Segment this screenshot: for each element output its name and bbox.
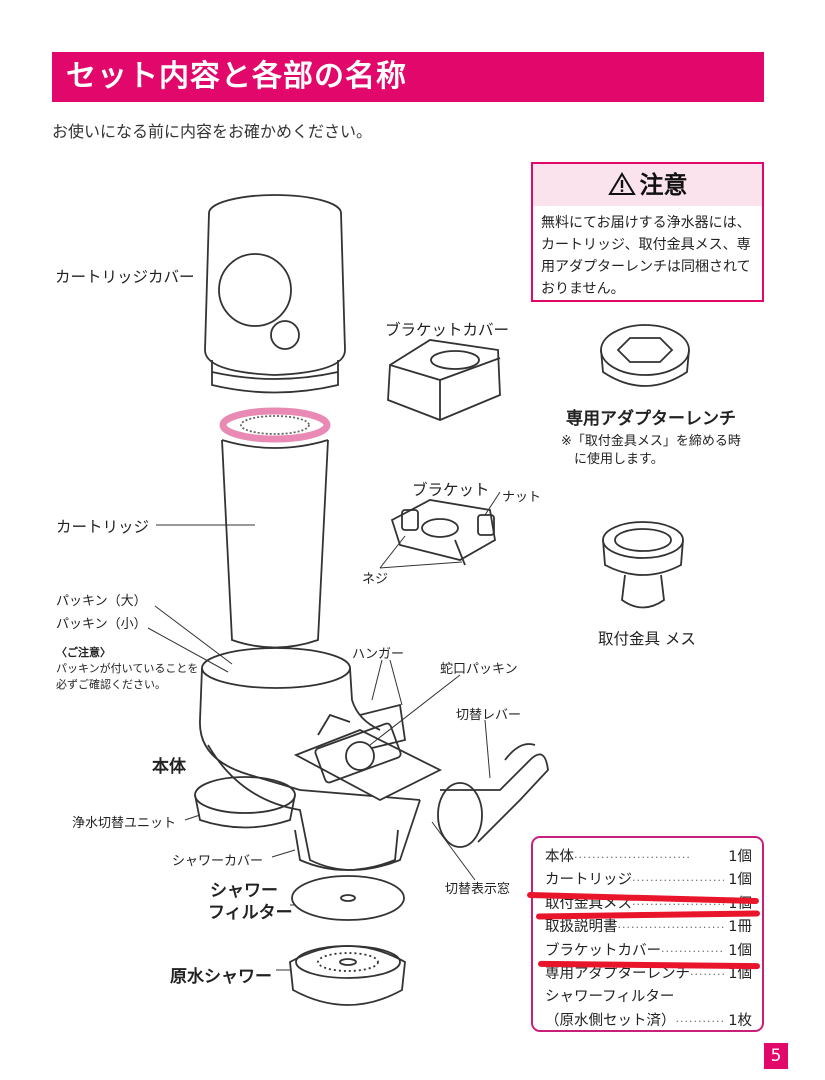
label-adapter-note: ※「取付金具メス」を締める時 xyxy=(561,434,741,449)
label-packing-small: パッキン（小） xyxy=(56,617,147,632)
label-main-body: 本体 xyxy=(152,757,186,777)
label-cartridge: カートリッジ xyxy=(56,518,150,536)
warning-icon xyxy=(607,172,636,195)
label-shower-cover: シャワーカバー xyxy=(172,854,264,869)
label-bracket: ブラケット xyxy=(412,481,490,499)
label-raw-water-shower: 原水シャワー xyxy=(170,967,272,987)
label-nut: ナット xyxy=(502,490,542,505)
list-item: 取扱説明書··························1冊 xyxy=(545,919,752,936)
caution-box: 注意 無料にてお届けする浄水器には、 カートリッジ、取付金具メス、専 用アダプタ… xyxy=(531,162,764,302)
label-faucet-packing: 蛇口パッキン xyxy=(440,662,518,677)
section-title: セット内容と各部の名称 xyxy=(52,52,764,102)
label-note: パッキンが付いていることを xyxy=(56,662,199,675)
shower-filter-drawing xyxy=(291,875,405,921)
cartridge-cover-drawing xyxy=(204,194,346,394)
label-packing-large: パッキン（大） xyxy=(56,594,147,609)
label-adapter-note: に使用します。 xyxy=(574,452,664,467)
label-bracket-cover: ブラケットカバー xyxy=(385,321,510,339)
list-item: カートリッジ··························1個 xyxy=(545,872,752,889)
list-item: ブラケットカバー··························1個 xyxy=(545,942,752,959)
caution-line: おりません。 xyxy=(541,281,625,297)
label-female-fitting: 取付金具 メス xyxy=(598,630,696,648)
label-shower-filter: シャワー xyxy=(210,881,278,901)
intro-text: お使いになる前に内容をお確かめください。 xyxy=(52,122,373,141)
female-fitting-drawing xyxy=(602,521,684,609)
list-item: 専用アダプターレンチ··························1個 xyxy=(545,965,752,982)
raw-water-shower-drawing xyxy=(289,945,406,1006)
caution-header: 注意 xyxy=(533,164,762,206)
label-screw: ネジ xyxy=(362,572,389,587)
label-note-title: 〈ご注意〉 xyxy=(56,646,111,659)
label-hanger: ハンガー xyxy=(352,647,405,662)
contents-list: 本体··························1個 カートリッジ···… xyxy=(531,836,764,1032)
caution-line: 用アダプターレンチは同梱されて xyxy=(541,259,751,275)
caution-title: 注意 xyxy=(639,171,688,199)
cartridge-drawing xyxy=(219,407,331,649)
list-item: 本体··························1個 xyxy=(545,849,752,865)
label-note: 必ずご確認ください。 xyxy=(56,678,166,691)
main-body-drawing xyxy=(194,647,549,871)
bracket-cover-drawing xyxy=(387,339,501,421)
bracket-drawing xyxy=(390,499,496,566)
label-adapter-wrench: 専用アダプターレンチ xyxy=(566,409,736,429)
caution-line: 無料にてお届けする浄水器には、 xyxy=(541,215,751,231)
label-filter-switch-unit: 浄水切替ユニット xyxy=(72,816,177,831)
label-switch-lever: 切替レバー xyxy=(456,708,522,723)
label-cartridge-cover: カートリッジカバー xyxy=(55,268,195,286)
label-shower-filter: フィルター xyxy=(208,903,293,923)
page-number: 5 xyxy=(764,1043,788,1069)
adapter-wrench-drawing xyxy=(600,324,690,387)
caution-text: 無料にてお届けする浄水器には、 カートリッジ、取付金具メス、専 用アダプターレン… xyxy=(533,206,762,306)
label-switch-window: 切替表示窓 xyxy=(445,882,511,897)
list-item: シャワーフィルター xyxy=(545,989,675,1006)
list-item: （原水側セット済）··············1枚 xyxy=(545,1012,752,1029)
caution-line: カートリッジ、取付金具メス、専 xyxy=(541,237,751,253)
